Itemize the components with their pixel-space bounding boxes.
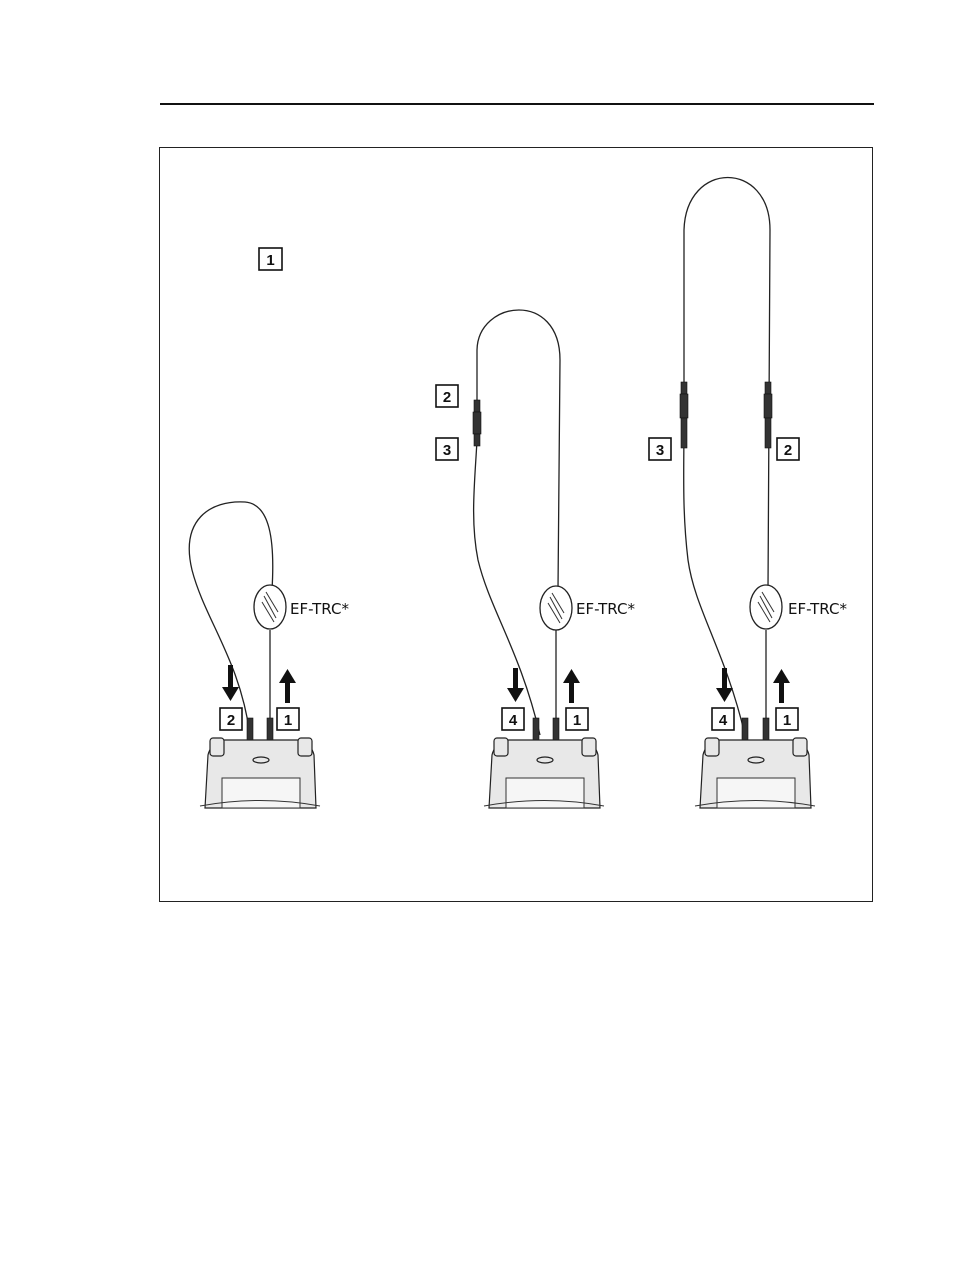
callout-box: 1 — [277, 708, 299, 730]
adapter — [764, 394, 772, 418]
callout-number: 2 — [443, 389, 451, 406]
callout-box: 3 — [649, 438, 671, 460]
callout-box: 1 — [566, 708, 588, 730]
callout-number: 1 — [266, 252, 274, 269]
panel-middle: 2 3 EF-TRC* 4 1 — [436, 310, 635, 808]
callout-box: 1 — [776, 708, 798, 730]
callout-number: 4 — [509, 712, 518, 729]
adapter — [473, 412, 481, 434]
reference-cord-label: EF-TRC* — [290, 600, 349, 618]
tester-device — [200, 738, 320, 808]
connector — [267, 718, 273, 740]
reference-cord-label: EF-TRC* — [788, 600, 847, 618]
connector — [763, 718, 769, 740]
callout-box: 2 — [220, 708, 242, 730]
connector — [474, 434, 480, 446]
connector — [247, 718, 253, 740]
callout-number: 3 — [443, 442, 451, 459]
callout-number: 2 — [227, 712, 235, 729]
callout-number: 4 — [719, 712, 728, 729]
callout-number: 3 — [656, 442, 664, 459]
reference-cord-label: EF-TRC* — [576, 600, 635, 618]
callout-number: 1 — [573, 712, 581, 729]
connector — [765, 382, 771, 394]
callout-box: 1 — [259, 248, 282, 270]
connector — [474, 400, 480, 412]
connector — [742, 718, 748, 740]
adapter — [680, 394, 688, 418]
callout-box: 2 — [777, 438, 799, 460]
callout-box: 4 — [502, 708, 524, 730]
connector — [765, 418, 771, 448]
callout-box: 3 — [436, 438, 458, 460]
connector — [681, 418, 687, 448]
reference-cord-body — [254, 585, 286, 629]
callout-box: 2 — [436, 385, 458, 407]
callout-number: 1 — [783, 712, 791, 729]
connector — [553, 718, 559, 740]
connector — [681, 382, 687, 394]
callout-number: 1 — [284, 712, 292, 729]
panel-right: 3 2 EF-TRC* 4 1 — [649, 178, 847, 809]
panel-left: 1 EF-TRC* 2 1 — [189, 248, 349, 808]
arrow-up-icon — [773, 669, 790, 703]
connector — [533, 718, 539, 740]
callout-box: 4 — [712, 708, 734, 730]
tester-device — [695, 738, 815, 808]
arrow-up-icon — [563, 669, 580, 703]
arrow-up-icon — [279, 669, 296, 703]
reference-cord-body — [750, 585, 782, 629]
fiber-cable — [684, 178, 770, 736]
tester-device — [484, 738, 604, 808]
reference-cord-body — [540, 586, 572, 630]
callout-number: 2 — [784, 442, 792, 459]
arrow-down-icon — [222, 665, 239, 701]
